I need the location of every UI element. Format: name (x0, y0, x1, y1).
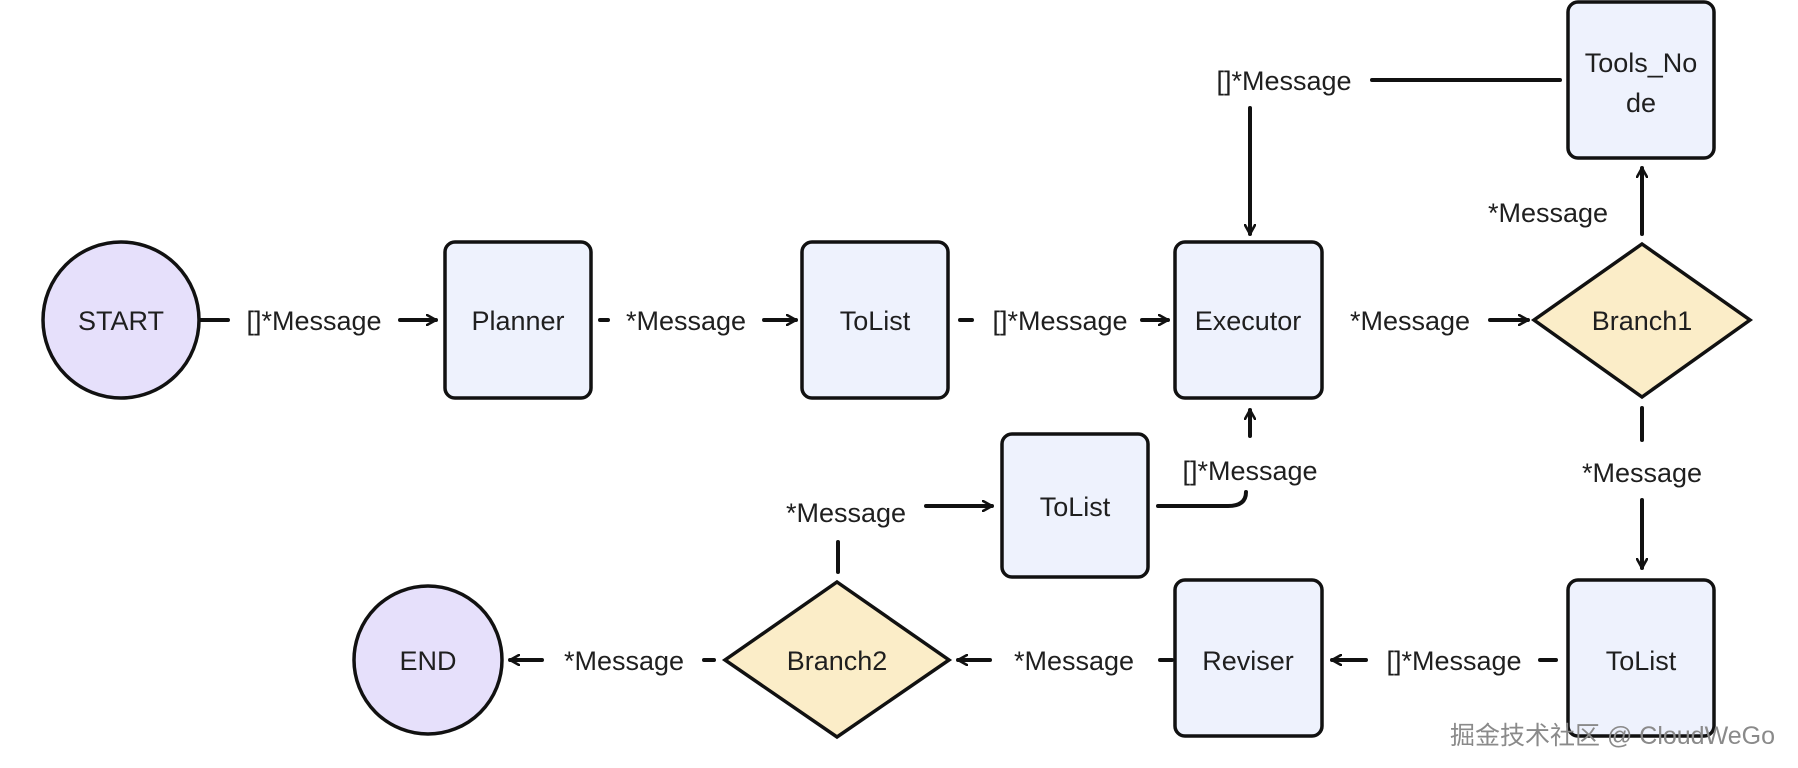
edge-label: []*Message (246, 306, 381, 336)
branch-diamond (721, 579, 953, 740)
process-box (1566, 578, 1716, 738)
edge-tools-to-executor: []*Message (1216, 66, 1562, 236)
process-box (443, 240, 593, 400)
node-label: ToList (840, 306, 911, 336)
edge-label: []*Message (1182, 456, 1317, 486)
edge-label: *Message (1014, 646, 1134, 676)
edge-planner-to-tolist: *Message (598, 306, 798, 336)
edge-label: *Message (786, 498, 906, 528)
edge-reviser-to-branch2: *Message (956, 646, 1174, 676)
branch2-node: Branch2 (721, 579, 953, 740)
node-label: END (399, 646, 456, 676)
tolist-node-3: ToList (1000, 432, 1150, 579)
edge-tolist-to-executor: []*Message (958, 306, 1170, 336)
process-box (1566, 0, 1716, 160)
edge-executor-to-branch1: *Message (1350, 306, 1530, 336)
edge-label: []*Message (992, 306, 1127, 336)
planner-node: Planner (443, 240, 593, 400)
edge-label: *Message (564, 646, 684, 676)
edge-tolist-to-reviser: []*Message (1330, 646, 1558, 676)
node-label: Executor (1195, 306, 1302, 336)
end-node: END (352, 584, 504, 736)
tools-node: Tools_No de (1566, 0, 1716, 160)
node-label: Branch1 (1592, 306, 1693, 336)
branch-diamond (1530, 241, 1754, 400)
branch1-node: Branch1 (1530, 241, 1754, 400)
node-label: ToList (1040, 492, 1111, 522)
edge-label: *Message (626, 306, 746, 336)
edge-tolist-to-executor-loop: []*Message (1156, 408, 1318, 508)
node-label: Tools_No (1585, 48, 1698, 78)
executor-node: Executor (1173, 240, 1324, 400)
process-box (800, 240, 950, 400)
watermark: 掘金技术社区 @ CloudWeGo (1450, 722, 1775, 750)
terminal-circle (41, 240, 201, 400)
edge-label: []*Message (1386, 646, 1521, 676)
edge-start-to-planner: []*Message (198, 306, 438, 336)
edge-label: *Message (1350, 306, 1470, 336)
node-label: Reviser (1202, 646, 1294, 676)
terminal-circle (352, 584, 504, 736)
connector-line (1156, 490, 1248, 508)
process-box (1173, 240, 1324, 400)
edge-label: *Message (1488, 198, 1608, 228)
start-node: START (41, 240, 201, 400)
edge-branch1-to-tolist: *Message (1582, 406, 1702, 570)
edge-label: []*Message (1216, 66, 1351, 96)
tolist-node-2: ToList (1566, 578, 1716, 738)
edge-branch2-to-tolist: *Message (786, 498, 994, 574)
node-label: ToList (1606, 646, 1677, 676)
node-label-continued: de (1626, 88, 1656, 118)
process-box (1000, 432, 1150, 579)
edge-branch2-to-end: *Message (508, 646, 716, 676)
edge-branch1-to-tools: *Message (1488, 166, 1642, 236)
reviser-node: Reviser (1173, 578, 1324, 738)
node-label: Branch2 (787, 646, 888, 676)
process-box (1173, 578, 1324, 738)
node-label: Planner (471, 306, 564, 336)
tolist-node-1: ToList (800, 240, 950, 400)
edge-label: *Message (1582, 458, 1702, 488)
node-label: START (78, 306, 164, 336)
